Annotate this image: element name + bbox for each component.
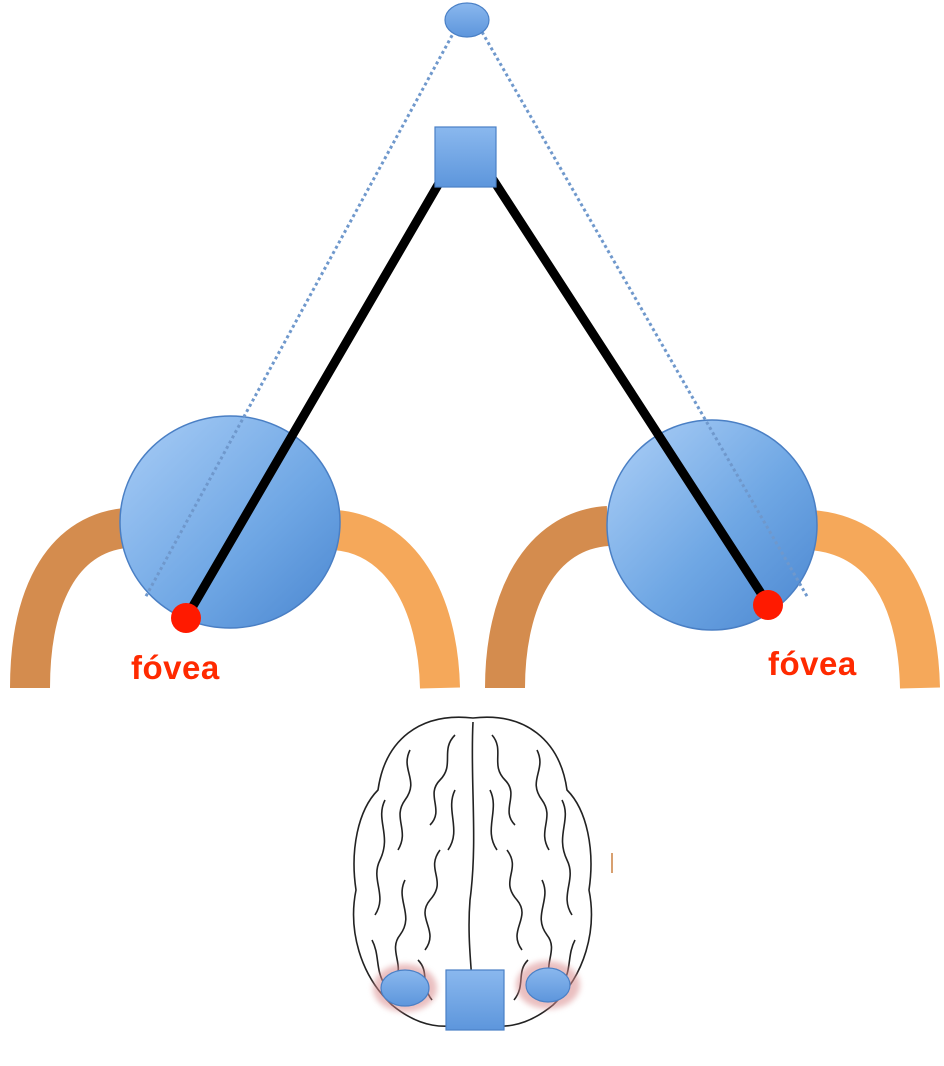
right-fovea-dot bbox=[753, 590, 783, 620]
left-eye-muscle-inner bbox=[332, 510, 460, 689]
right-far-sight-line bbox=[480, 31, 810, 599]
right-gaze-line bbox=[487, 173, 773, 609]
right-eye-muscle-inner bbox=[807, 510, 940, 689]
far-object-ellipse bbox=[444, 2, 490, 38]
near-object-square bbox=[434, 126, 497, 188]
left-eyeball bbox=[119, 415, 341, 629]
left-fovea-label: fóvea bbox=[131, 649, 220, 686]
right-eye-muscle-outer bbox=[485, 506, 611, 689]
left-eye-muscle-outer bbox=[10, 508, 129, 689]
right-fovea-label: fóvea bbox=[768, 645, 857, 682]
cortex-object-square bbox=[445, 969, 505, 1031]
left-fovea-dot bbox=[171, 603, 201, 633]
left-gaze-line bbox=[181, 173, 447, 623]
left-cortex-object-ellipse bbox=[380, 969, 430, 1007]
right-cortex-object-ellipse bbox=[525, 967, 571, 1003]
